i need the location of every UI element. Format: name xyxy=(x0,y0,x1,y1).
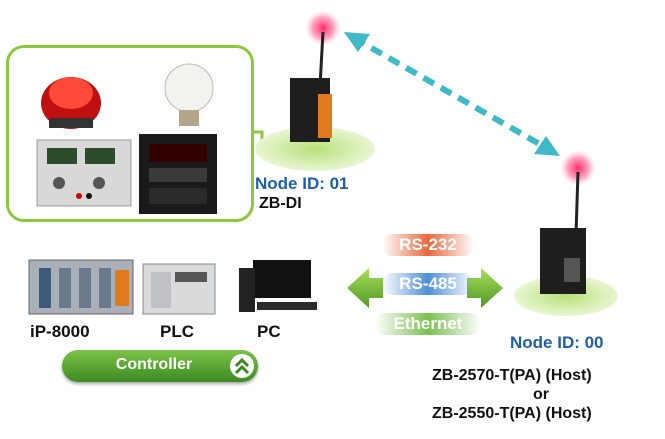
controller-label-pc: PC xyxy=(257,322,281,341)
controller-label-ip8000: iP-8000 xyxy=(30,322,90,341)
wireless-link-line xyxy=(352,35,552,153)
signal-waves-icon xyxy=(305,10,341,46)
protocol-link xyxy=(347,268,503,308)
plc-icon xyxy=(142,263,216,315)
zigbee-module-icon xyxy=(290,78,332,142)
wireless-arrow-left xyxy=(344,32,370,52)
node01-ground xyxy=(255,127,375,171)
controllers-art xyxy=(28,259,317,315)
node00-model-line2: ZB-2550-T(PA) (Host) xyxy=(432,405,592,422)
ip8000-controller-icon xyxy=(28,259,134,315)
power-supply-icon xyxy=(36,139,132,207)
field-devices-art xyxy=(36,63,217,214)
pc-icon xyxy=(239,260,317,312)
wireless-arrow-right xyxy=(534,136,560,156)
temperature-controller-icon xyxy=(139,134,217,214)
node01-module xyxy=(290,10,341,142)
siren-light-icon xyxy=(41,77,101,129)
node00-or-text: or xyxy=(533,386,549,403)
controller-button[interactable]: Controller xyxy=(62,350,258,382)
node01-id-label: Node ID: 01 xyxy=(255,174,349,193)
protocol-rs485: RS-485 xyxy=(382,273,474,295)
double-chevron-up-icon xyxy=(230,354,254,378)
signal-waves-icon xyxy=(560,150,596,186)
zigbee-module-icon xyxy=(540,228,586,294)
node00-module xyxy=(540,150,596,294)
arrow-left-icon xyxy=(347,268,383,308)
controller-button-label: Controller xyxy=(115,356,193,373)
node00-model-line1: ZB-2570-T(PA) (Host) xyxy=(432,367,592,384)
protocol-rs232: RS-232 xyxy=(382,234,474,256)
protocol-ethernet: Ethernet xyxy=(375,313,481,335)
light-bulb-icon xyxy=(164,63,214,126)
node00-id-label: Node ID: 00 xyxy=(510,333,604,352)
controller-label-plc: PLC xyxy=(160,322,194,341)
node01-model-label: ZB-DI xyxy=(259,195,302,212)
arrow-right-icon xyxy=(467,268,503,308)
field-devices-panel xyxy=(6,45,254,222)
